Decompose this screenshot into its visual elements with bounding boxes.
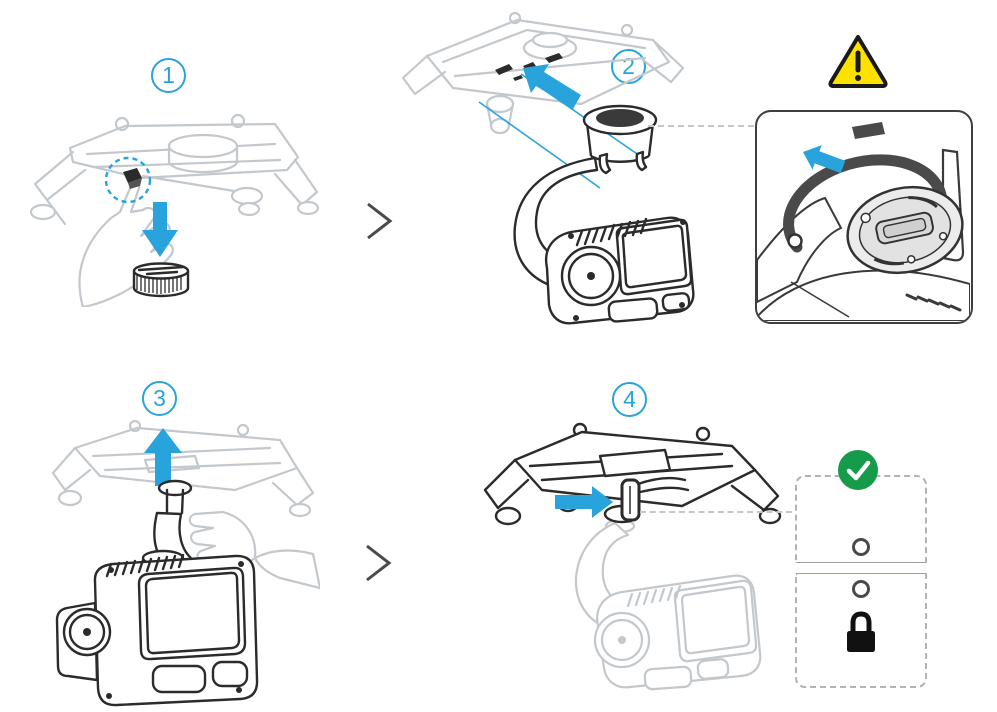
- highlight-dashed-circle: [104, 156, 152, 204]
- gimbal-camera-ghost: [574, 518, 762, 691]
- push-gimbal-up-illustration: [51, 419, 320, 707]
- hand-holding-gimbal: [188, 510, 320, 590]
- callout-connector-line: [640, 511, 792, 513]
- alignment-dot-bottom: [852, 580, 870, 598]
- alignment-dot-top: [852, 538, 870, 556]
- arrow-up: [144, 428, 182, 486]
- locking-ring-detail-panel: [755, 110, 973, 324]
- step-number: 1: [162, 62, 175, 88]
- locking-ring-detail-illustration: [757, 122, 971, 322]
- arrow-up-left: [523, 64, 581, 109]
- connector-disc: [846, 185, 964, 275]
- chevron-right-icon: [366, 544, 392, 582]
- checkmark-glyph: [846, 460, 871, 481]
- drone-underside-remove-cap-illustration: [29, 113, 320, 307]
- arrow-down: [142, 202, 178, 257]
- chevron-right-icon: [367, 202, 393, 240]
- slide-lock-lever-illustration: [483, 422, 782, 691]
- lock-lever: [620, 478, 641, 522]
- callout-connector-line: [648, 125, 754, 127]
- gimbal-cap: [132, 262, 190, 298]
- step-number: 4: [623, 386, 636, 412]
- step-3-badge: 3: [142, 381, 177, 416]
- gimbal-camera-front: [55, 549, 259, 707]
- arrow-right: [555, 486, 613, 518]
- step-number: 3: [153, 385, 166, 411]
- gimbal-camera: [513, 104, 695, 325]
- arrow-left: [803, 145, 846, 174]
- step-1-badge: 1: [151, 58, 186, 93]
- locking-ring: [783, 122, 948, 253]
- warning-icon: [828, 35, 888, 88]
- attach-gimbal-illustration: [401, 11, 695, 325]
- step-4-badge: 4: [612, 382, 647, 417]
- lock-icon: [847, 611, 875, 652]
- check-icon: [838, 450, 878, 490]
- release-button: [123, 168, 142, 189]
- drone-frame: [29, 113, 320, 226]
- drone-frame-ghost: [51, 419, 315, 518]
